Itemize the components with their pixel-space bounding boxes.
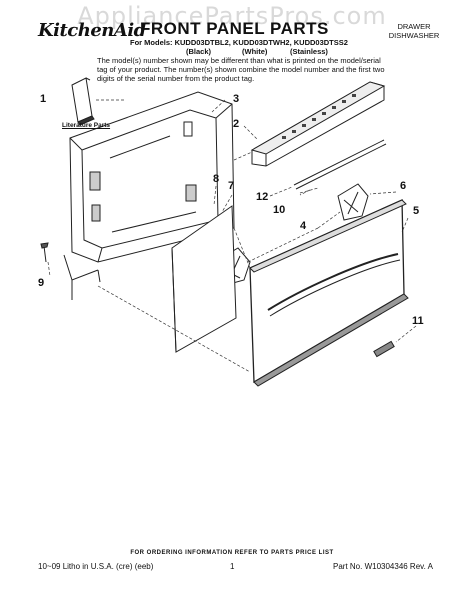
category-line-1: DRAWER	[397, 22, 431, 31]
callout-7: 7	[228, 180, 235, 192]
control-panel-strip	[250, 81, 386, 167]
callout-11: 11	[412, 315, 424, 327]
wire-harness	[293, 139, 387, 190]
callout-9: 9	[38, 277, 45, 289]
model-list: For Models: KUDD03DTBL2, KUDD03DTWH2, KU…	[130, 38, 348, 47]
callout-5: 5	[413, 205, 420, 217]
insulation-panel	[171, 205, 237, 353]
door-handle	[267, 253, 401, 317]
callout-4: 4	[300, 220, 307, 232]
callout-6: 6	[400, 180, 407, 192]
page-title: FRONT PANEL PARTS	[140, 19, 329, 38]
category-line-2: DISHWASHER	[388, 31, 440, 40]
watermark: AppliancePartsPros.com	[77, 2, 387, 30]
literature-parts-booklet	[71, 77, 95, 126]
finish-white: (White)	[242, 47, 268, 56]
brand-logo: KitchenAid	[38, 20, 146, 41]
model-note: The model(s) number shown may be differe…	[97, 56, 385, 83]
ordering-info: FOR ORDERING INFORMATION REFER TO PARTS …	[130, 550, 334, 556]
callout-2: 2	[233, 118, 240, 130]
screw	[40, 242, 49, 263]
outer-door-panel	[249, 199, 409, 387]
callout-1: 1	[40, 93, 47, 105]
mounting-bracket-right	[337, 183, 369, 221]
literature-parts-label: Literature Parts	[62, 122, 111, 129]
print-info: 10~09 Litho in U.S.A. (cre) (eeb)	[38, 562, 154, 571]
callout-12: 12	[256, 191, 269, 203]
finish-stainless: (Stainless)	[290, 47, 328, 56]
page-number: 1	[230, 562, 235, 571]
callout-8: 8	[213, 173, 220, 185]
part-number: Part No. W10304346 Rev. A	[333, 562, 433, 571]
callout-3: 3	[233, 93, 240, 105]
finish-black: (Black)	[186, 47, 212, 56]
callout-10: 10	[273, 204, 286, 216]
inner-door-frame	[63, 91, 235, 300]
product-category: DRAWER DISHWASHER	[380, 22, 448, 40]
model-label	[373, 340, 395, 358]
